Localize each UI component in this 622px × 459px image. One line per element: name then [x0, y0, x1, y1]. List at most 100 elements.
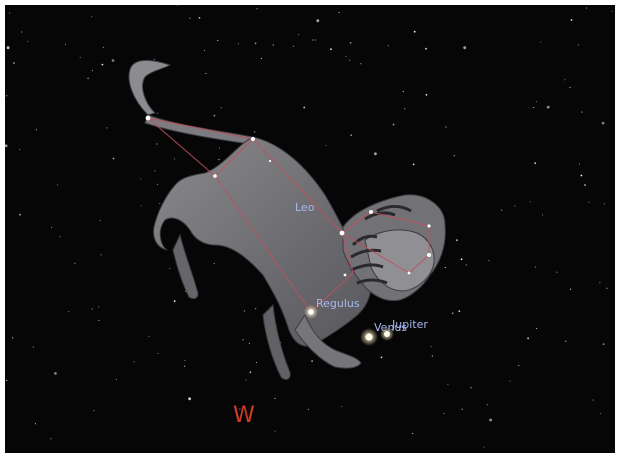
background-star [565, 341, 566, 342]
background-star [312, 39, 313, 40]
background-star [255, 308, 256, 309]
background-star [308, 409, 309, 410]
background-star [298, 34, 299, 35]
background-star [36, 129, 37, 130]
background-star [425, 48, 427, 50]
background-star [134, 361, 135, 362]
background-star [431, 346, 432, 347]
background-star [426, 94, 428, 96]
background-star [148, 336, 149, 337]
background-star [600, 413, 601, 414]
background-star [9, 13, 10, 14]
background-star [432, 356, 433, 357]
background-star [68, 311, 69, 312]
background-star [471, 387, 472, 388]
background-star [510, 381, 511, 382]
background-star [444, 413, 445, 414]
background-star [599, 282, 600, 283]
background-star [205, 73, 206, 74]
background-star [570, 87, 571, 88]
background-star [571, 19, 573, 21]
background-star [51, 227, 52, 228]
background-star [250, 371, 252, 373]
background-star [293, 46, 294, 47]
background-star [536, 101, 537, 102]
regulus-label: Regulus [316, 297, 360, 310]
background-star [214, 115, 216, 117]
background-star [184, 360, 185, 361]
background-star [588, 202, 589, 203]
background-star [349, 60, 350, 61]
background-star [19, 149, 20, 150]
background-star [19, 214, 21, 216]
background-star [547, 106, 550, 109]
background-star [534, 162, 536, 164]
background-star [112, 59, 115, 62]
background-star [59, 236, 60, 237]
background-star [57, 184, 58, 185]
background-star [113, 158, 115, 160]
background-star [6, 380, 7, 381]
background-star [91, 16, 92, 17]
background-star [157, 184, 158, 185]
background-star [275, 431, 276, 432]
background-star [536, 328, 537, 329]
background-star [244, 310, 245, 311]
background-star [154, 170, 155, 171]
background-star [564, 79, 565, 80]
constellation-label-leo: Leo [295, 201, 315, 214]
background-star [65, 44, 66, 45]
background-star [461, 258, 463, 260]
background-star [527, 337, 529, 339]
jupiter-label: Jupiter [391, 318, 428, 331]
background-star [612, 11, 613, 12]
background-star [330, 48, 332, 50]
background-star [345, 56, 346, 57]
background-star [154, 59, 155, 60]
background-star [257, 8, 258, 9]
background-star [501, 210, 502, 211]
background-star [217, 40, 218, 41]
background-star [141, 205, 142, 206]
background-star [489, 419, 492, 422]
background-star [100, 220, 101, 221]
background-star [592, 400, 593, 401]
background-star [140, 178, 141, 179]
background-star [316, 19, 319, 22]
background-star [325, 145, 326, 146]
background-star [116, 379, 117, 380]
background-star [254, 131, 255, 132]
background-star [303, 107, 305, 109]
background-star [188, 397, 191, 400]
background-star [80, 57, 81, 58]
background-star [102, 64, 104, 66]
background-star [360, 63, 361, 64]
background-star [488, 260, 489, 261]
background-star [33, 346, 34, 347]
background-star [518, 365, 519, 366]
background-star [6, 95, 7, 96]
background-star [238, 43, 239, 44]
background-star [218, 159, 219, 160]
background-star [92, 308, 93, 309]
background-star [255, 43, 257, 45]
background-star [35, 423, 36, 424]
background-star [274, 398, 275, 399]
background-star [483, 447, 484, 448]
background-star [174, 158, 175, 159]
background-star [315, 39, 316, 40]
background-star [156, 143, 157, 144]
background-star [586, 8, 587, 9]
background-star [454, 155, 455, 156]
background-star [581, 175, 583, 177]
background-star [393, 124, 395, 126]
sky-view[interactable]: Regulus Leo Venus Jupiter W [5, 5, 615, 453]
background-star [462, 409, 463, 410]
background-star [350, 134, 352, 136]
background-star [458, 310, 460, 312]
background-star [273, 44, 274, 45]
background-star [157, 353, 158, 354]
background-star [606, 288, 607, 289]
background-star [412, 433, 413, 434]
background-star [189, 18, 190, 19]
